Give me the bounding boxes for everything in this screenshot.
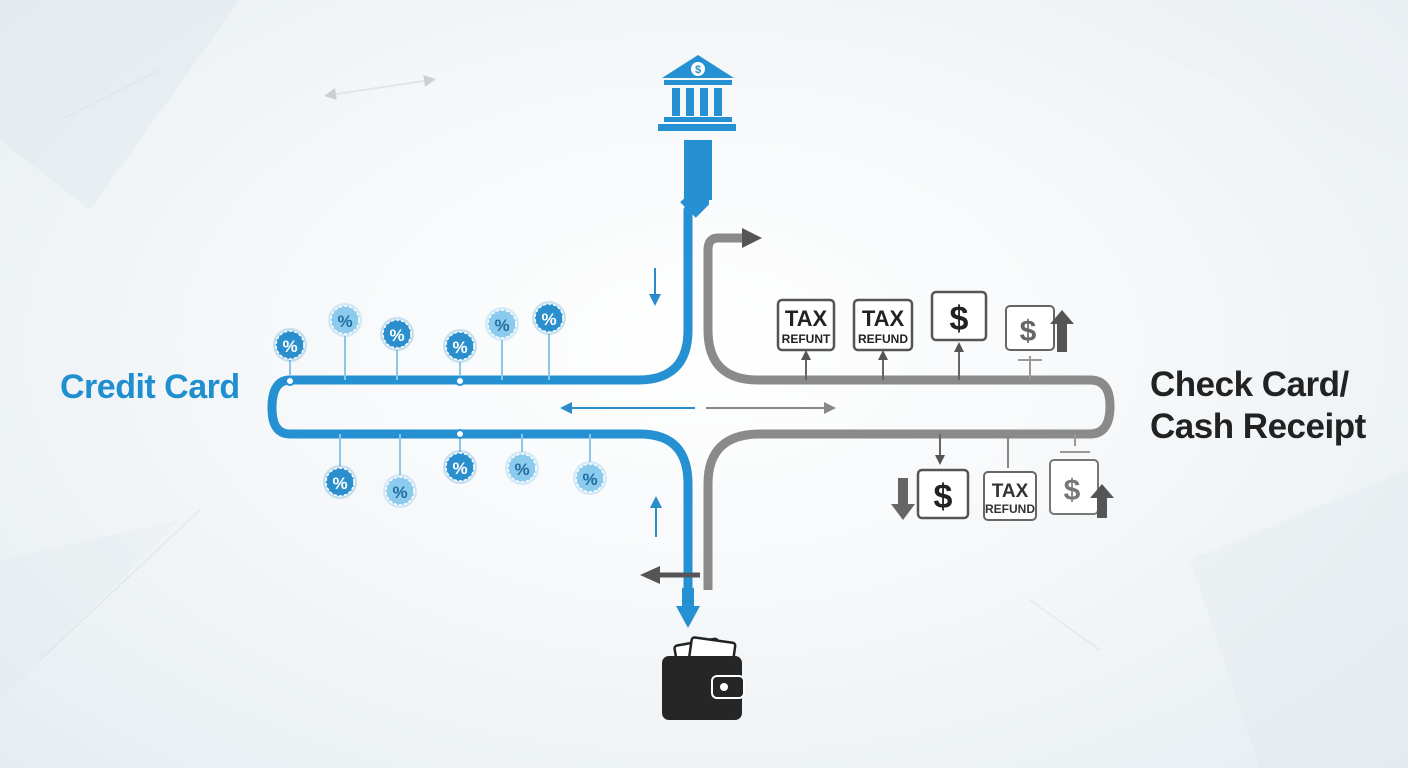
svg-text:%: %: [282, 337, 297, 356]
svg-text:%: %: [332, 474, 347, 493]
svg-text:%: %: [452, 338, 467, 357]
dollar-icon: $: [1049, 434, 1099, 515]
credit-benefit-badges-bottom: % % % % %: [322, 429, 608, 509]
check-card-label-line2: Cash Receipt: [1150, 407, 1366, 446]
credit-benefit-badges-top: % % % % % %: [272, 300, 567, 386]
check-card-flow: [640, 228, 1115, 590]
check-card-label-line1: Check Card/: [1150, 365, 1349, 404]
credit-card-label: Credit Card: [60, 368, 240, 406]
percent-badge-icon: %: [272, 327, 308, 386]
svg-text:TAX: TAX: [992, 481, 1029, 502]
percent-badge-icon: %: [442, 429, 478, 485]
arrow-up-icon: [1090, 484, 1114, 518]
check-card-benefits-top: TAX REFUNT TAX REFUND $ $: [776, 290, 1074, 380]
svg-text:$: $: [695, 64, 701, 76]
tax-refund-icon: TAX REFUNT: [776, 298, 836, 380]
svg-text:$: $: [950, 300, 969, 338]
direction-arrows: [560, 268, 836, 537]
svg-text:%: %: [494, 316, 509, 335]
check-card-label: Check Card/ Cash Receipt: [1150, 364, 1366, 448]
percent-badge-icon: %: [379, 316, 415, 380]
svg-text:%: %: [452, 459, 467, 478]
svg-text:$: $: [934, 478, 953, 516]
svg-text:$: $: [1064, 474, 1081, 507]
svg-text:REFUND: REFUND: [858, 332, 908, 346]
tax-refund-icon: TAX REFUND: [983, 434, 1037, 521]
svg-text:TAX: TAX: [862, 306, 905, 331]
percent-badge-icon: %: [572, 434, 608, 496]
arrow-up-icon: [1050, 310, 1074, 352]
check-card-benefits-bottom: $ TAX REFUND $: [891, 434, 1114, 521]
tax-refund-icon: TAX REFUND: [852, 298, 914, 380]
percent-badge-icon: %: [322, 434, 358, 500]
percent-badge-icon: %: [504, 434, 540, 486]
svg-text:REFUNT: REFUNT: [782, 332, 831, 346]
dollar-icon: $: [1005, 305, 1055, 380]
arrow-down-icon: [891, 478, 915, 520]
bank-icon: $: [658, 55, 736, 131]
percent-badge-icon: %: [442, 328, 478, 386]
svg-text:REFUND: REFUND: [985, 502, 1035, 516]
dollar-icon: $: [916, 434, 970, 520]
svg-text:%: %: [389, 326, 404, 345]
percent-badge-icon: %: [382, 434, 418, 509]
svg-text:%: %: [514, 460, 529, 479]
svg-text:%: %: [392, 483, 407, 502]
wallet-icon: [662, 636, 745, 720]
svg-text:$: $: [1020, 315, 1037, 348]
svg-text:%: %: [541, 310, 556, 329]
percent-badge-icon: %: [531, 300, 567, 380]
dollar-icon: $: [930, 290, 988, 380]
svg-text:TAX: TAX: [785, 306, 828, 331]
percent-badge-icon: %: [327, 302, 363, 380]
svg-text:%: %: [337, 312, 352, 331]
percent-badge-icon: %: [484, 306, 520, 380]
credit-card-flow: [267, 140, 712, 628]
svg-text:%: %: [582, 470, 597, 489]
